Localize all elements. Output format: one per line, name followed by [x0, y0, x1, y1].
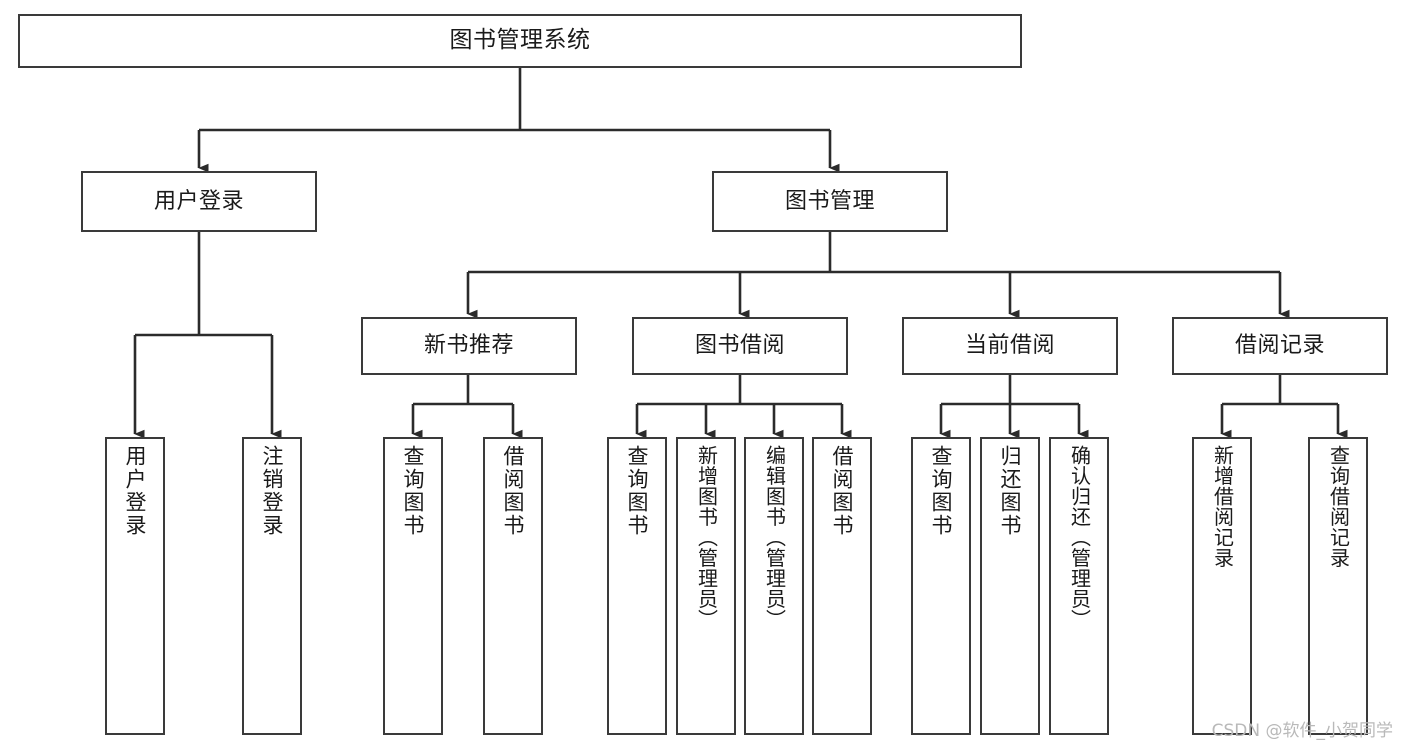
node-label: 借阅图书 [830, 445, 855, 537]
node-label: 借阅图书 [501, 445, 526, 537]
node-user-login[interactable]: 用户登录 [81, 171, 317, 232]
node-label: 归还图书 [998, 445, 1023, 537]
node-leaf-query-book-recommend[interactable]: 查询图书 [383, 437, 443, 735]
node-leaf-add-book-admin[interactable]: 新增图书（管理员） [676, 437, 736, 735]
node-label: 查询图书 [625, 445, 650, 537]
node-leaf-query-borrow-record[interactable]: 查询借阅记录 [1308, 437, 1368, 735]
node-leaf-return-book[interactable]: 归还图书 [980, 437, 1040, 735]
node-leaf-borrow-book[interactable]: 借阅图书 [812, 437, 872, 735]
node-leaf-add-borrow-record[interactable]: 新增借阅记录 [1192, 437, 1252, 735]
node-new-book-recommend[interactable]: 新书推荐 [361, 317, 577, 375]
node-book-management[interactable]: 图书管理 [712, 171, 948, 232]
node-label: 查询借阅记录 [1326, 445, 1351, 568]
node-leaf-edit-book-admin[interactable]: 编辑图书（管理员） [744, 437, 804, 735]
node-borrow-record[interactable]: 借阅记录 [1172, 317, 1388, 375]
node-label: 当前借阅 [964, 333, 1055, 359]
node-label: 注销登录 [260, 445, 285, 537]
node-label: 图书管理 [784, 188, 875, 214]
node-leaf-query-book-current[interactable]: 查询图书 [911, 437, 971, 735]
node-label: 借阅记录 [1234, 333, 1325, 359]
node-label: 新增图书（管理员） [694, 445, 719, 630]
node-label: 新增借阅记录 [1210, 445, 1235, 568]
node-leaf-borrow-book-recommend[interactable]: 借阅图书 [483, 437, 543, 735]
node-label: 确认归还（管理员） [1067, 445, 1092, 630]
node-leaf-confirm-return-admin[interactable]: 确认归还（管理员） [1049, 437, 1109, 735]
node-label: 用户登录 [123, 445, 148, 537]
node-leaf-logout[interactable]: 注销登录 [242, 437, 302, 735]
node-leaf-user-login[interactable]: 用户登录 [105, 437, 165, 735]
node-label: 查询图书 [929, 445, 954, 537]
node-label: 用户登录 [153, 188, 244, 214]
node-current-borrow[interactable]: 当前借阅 [902, 317, 1118, 375]
node-leaf-query-book[interactable]: 查询图书 [607, 437, 667, 735]
node-root-system[interactable]: 图书管理系统 [18, 14, 1022, 68]
node-book-borrow[interactable]: 图书借阅 [632, 317, 848, 375]
node-label: 查询图书 [401, 445, 426, 537]
node-label: 图书借阅 [694, 333, 785, 359]
node-label: 图书管理系统 [449, 27, 591, 54]
node-label: 新书推荐 [423, 333, 514, 359]
node-label: 编辑图书（管理员） [762, 445, 787, 630]
csdn-watermark: CSDN @软件_小贺同学 [1211, 721, 1393, 741]
